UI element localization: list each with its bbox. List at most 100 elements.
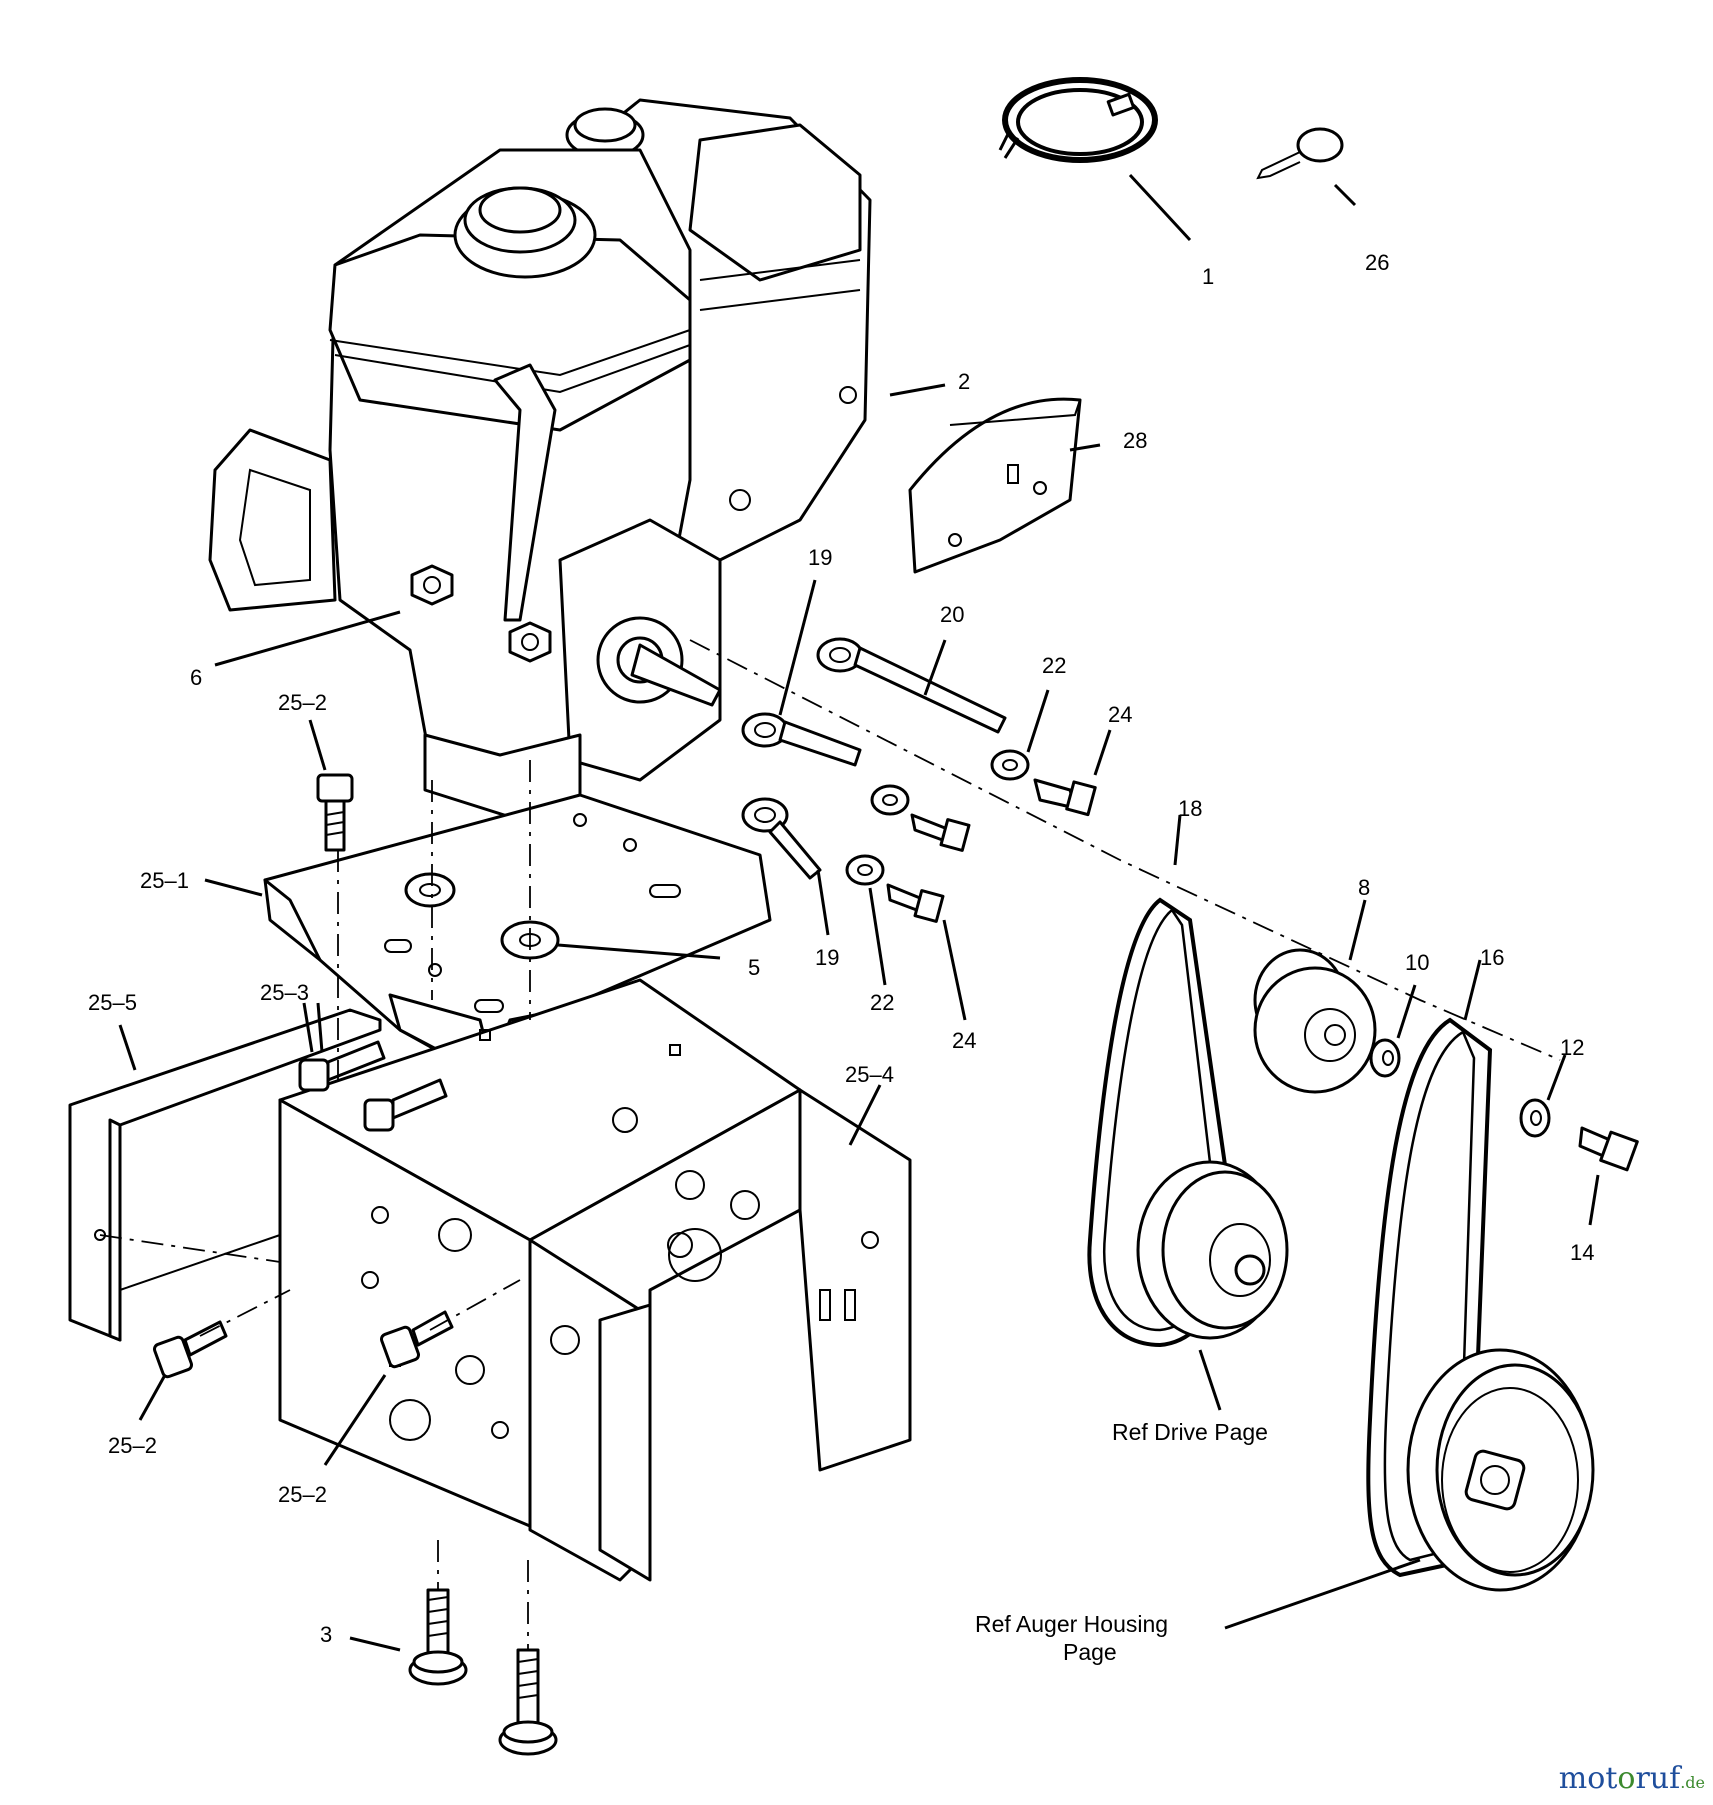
leader-26 (1333, 183, 1357, 207)
spacer-10 (1369, 1038, 1401, 1078)
label-25-1: 25–1 (140, 868, 189, 893)
label-25-2-upper: 25–2 (278, 690, 327, 715)
belt-guard (908, 397, 1082, 574)
frame-box (278, 978, 912, 1582)
leader-12 (1546, 1054, 1567, 1101)
ignition-key (1256, 127, 1344, 180)
leader-25-3 (302, 1002, 324, 1053)
bolt-3-b (498, 1648, 558, 1756)
label-10: 10 (1405, 950, 1429, 975)
assembly-lines-panel (99, 1234, 521, 1337)
leader-6 (214, 610, 401, 667)
label-22-lower: 22 (870, 990, 894, 1015)
label-18: 18 (1178, 796, 1202, 821)
bolt-14 (1578, 1126, 1639, 1172)
leader-ref-drive (1198, 1349, 1222, 1411)
auger-belt (1366, 1017, 1493, 1578)
bolt-24-upper (1033, 778, 1097, 817)
label-3: 3 (320, 1622, 332, 1647)
label-25-2-left: 25–2 (108, 1433, 157, 1458)
label-5: 5 (748, 955, 760, 980)
label-6: 6 (190, 665, 202, 690)
bolt-24-mid (910, 813, 971, 852)
auger-pulley (1406, 1348, 1595, 1592)
leader-2 (889, 383, 946, 397)
leader-1 (1128, 173, 1192, 242)
leader-22a (1026, 689, 1050, 753)
label-2: 2 (958, 369, 970, 394)
washer-12 (1519, 1098, 1551, 1138)
label-12: 12 (1560, 1035, 1584, 1060)
side-panel (68, 1008, 382, 1342)
bolt-25-2-upper (316, 773, 354, 852)
leader-10 (1396, 984, 1417, 1039)
bolt-24-lower (886, 883, 945, 923)
ref-auger-housing-line1: Ref Auger Housing (975, 1611, 1168, 1637)
watermark-logo: motoruf.de (1559, 1761, 1705, 1796)
leader-24a (1093, 729, 1112, 776)
washer-22-lower (845, 854, 885, 886)
assembly-lines-mount (431, 760, 531, 1020)
label-22-upper: 22 (1042, 653, 1066, 678)
leader-25-2c (323, 1374, 387, 1466)
bolt-3-a (408, 1588, 468, 1686)
drive-pulley (1136, 1160, 1289, 1340)
leader-5 (557, 943, 721, 960)
leader-18 (1173, 814, 1182, 866)
leader-25-2b (138, 1374, 167, 1421)
label-8: 8 (1358, 875, 1370, 900)
leader-19a (778, 579, 817, 716)
label-16: 16 (1480, 945, 1504, 970)
bolt-25-2-left (152, 1320, 228, 1379)
label-28: 28 (1123, 428, 1147, 453)
leader-25-4 (848, 1084, 882, 1146)
wm-o2: o (1617, 1761, 1636, 1796)
leader-16 (1463, 959, 1482, 1021)
leader-20 (923, 639, 947, 696)
bolt-25-2-center (379, 1310, 454, 1369)
wm-m: m (1558, 1761, 1588, 1796)
leader-3 (349, 1636, 401, 1652)
label-25-2-center: 25–2 (278, 1482, 327, 1507)
leader-25-5 (118, 1024, 137, 1071)
leader-19b (816, 869, 830, 936)
ref-auger-housing-line2: Page (1063, 1639, 1117, 1665)
washer-22-upper (990, 749, 1030, 781)
leader-28 (1069, 443, 1101, 452)
leader-25-1 (204, 878, 263, 897)
engine-assembly (208, 98, 872, 822)
bolt-25-3-a (298, 1040, 386, 1092)
wm-o1: o (1587, 1761, 1606, 1796)
leader-14 (1588, 1174, 1600, 1226)
label-24-upper: 24 (1108, 702, 1132, 727)
rod-20 (816, 637, 1007, 734)
label-19-upper: 19 (808, 545, 832, 570)
wm-tld: .de (1680, 1773, 1705, 1792)
wm-t: t (1605, 1761, 1618, 1796)
washer-22-mid (870, 784, 910, 816)
leader-25-2a (308, 719, 327, 771)
label-26: 26 (1365, 250, 1389, 275)
ref-drive-page: Ref Drive Page (1112, 1419, 1268, 1445)
label-14: 14 (1570, 1240, 1594, 1265)
engine-pulley (1253, 948, 1377, 1094)
wm-ruf: ruf (1635, 1761, 1681, 1796)
label-25-4: 25–4 (845, 1062, 894, 1087)
assembly-lines-bolts (337, 850, 529, 1650)
leader-8 (1348, 899, 1367, 961)
power-cord (998, 77, 1158, 163)
leader-24b (942, 919, 967, 1021)
label-25-5: 25–5 (88, 990, 137, 1015)
label-19-lower: 19 (815, 945, 839, 970)
label-20: 20 (940, 602, 964, 627)
label-25-3: 25–3 (260, 980, 309, 1005)
shaft-centerline (689, 639, 1561, 1061)
leader-ref-auger (1224, 1558, 1421, 1630)
label-1: 1 (1202, 264, 1214, 289)
leader-22b (868, 887, 887, 986)
rod-19-lower (741, 797, 822, 880)
bolt-25-3-b (363, 1078, 448, 1132)
label-24-lower: 24 (952, 1028, 976, 1053)
